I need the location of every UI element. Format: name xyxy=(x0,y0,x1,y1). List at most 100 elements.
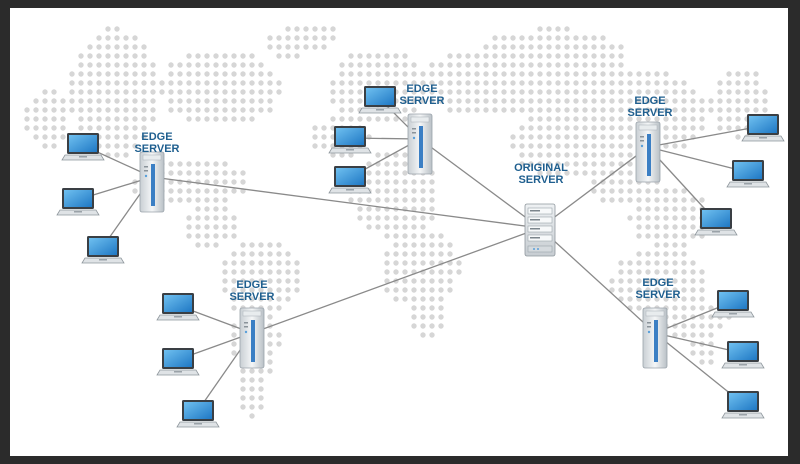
map-dot xyxy=(663,296,669,302)
map-dot xyxy=(411,179,417,185)
map-dot xyxy=(699,287,705,293)
map-dot xyxy=(726,98,732,104)
map-dot xyxy=(393,197,399,203)
map-dot xyxy=(321,26,327,32)
map-dot xyxy=(465,89,471,95)
map-dot xyxy=(105,44,111,50)
map-dot xyxy=(60,107,66,113)
map-dot xyxy=(141,53,147,59)
map-dot xyxy=(141,125,147,131)
map-dot xyxy=(402,188,408,194)
map-dot xyxy=(591,170,597,176)
map-dot xyxy=(699,116,705,122)
map-dot xyxy=(600,152,606,158)
map-dot xyxy=(231,98,237,104)
map-dot xyxy=(276,35,282,41)
map-dot xyxy=(636,251,642,257)
map-dot xyxy=(96,107,102,113)
map-dot xyxy=(285,35,291,41)
map-dot xyxy=(753,80,759,86)
map-dot xyxy=(375,206,381,212)
map-dot xyxy=(447,242,453,248)
map-dot xyxy=(204,242,210,248)
map-dot xyxy=(636,107,642,113)
map-dot xyxy=(654,287,660,293)
map-dot xyxy=(681,242,687,248)
map-dot xyxy=(276,296,282,302)
map-dot xyxy=(123,134,129,140)
map-dot xyxy=(42,107,48,113)
map-dot xyxy=(645,197,651,203)
map-dot xyxy=(420,224,426,230)
laptop-icon xyxy=(358,86,402,114)
map-dot xyxy=(528,44,534,50)
map-dot xyxy=(195,242,201,248)
map-dot xyxy=(231,332,237,338)
map-dot xyxy=(105,89,111,95)
map-dot xyxy=(384,278,390,284)
map-dot xyxy=(609,44,615,50)
map-dot xyxy=(573,62,579,68)
map-dot xyxy=(465,98,471,104)
map-dot xyxy=(231,107,237,113)
map-dot xyxy=(186,116,192,122)
map-dot xyxy=(681,332,687,338)
map-dot xyxy=(537,98,543,104)
map-dot xyxy=(627,197,633,203)
map-dot xyxy=(231,62,237,68)
map-dot xyxy=(618,269,624,275)
map-dot xyxy=(591,116,597,122)
map-dot xyxy=(267,359,273,365)
map-dot xyxy=(168,80,174,86)
map-dot xyxy=(294,44,300,50)
map-dot xyxy=(258,98,264,104)
map-dot xyxy=(222,197,228,203)
map-dot xyxy=(195,80,201,86)
map-dot xyxy=(105,53,111,59)
map-dot xyxy=(501,89,507,95)
map-dot xyxy=(384,80,390,86)
map-dot xyxy=(168,62,174,68)
map-dot xyxy=(519,53,525,59)
map-dot xyxy=(357,71,363,77)
map-dot xyxy=(231,278,237,284)
map-dot xyxy=(249,368,255,374)
map-dot xyxy=(672,269,678,275)
map-dot xyxy=(483,80,489,86)
map-dot xyxy=(213,98,219,104)
map-dot xyxy=(231,188,237,194)
map-dot xyxy=(258,368,264,374)
map-dot xyxy=(384,251,390,257)
map-dot xyxy=(645,71,651,77)
map-dot xyxy=(654,233,660,239)
map-dot xyxy=(258,404,264,410)
map-dot xyxy=(492,80,498,86)
map-dot xyxy=(681,269,687,275)
map-dot xyxy=(384,161,390,167)
map-dot xyxy=(528,143,534,149)
map-dot xyxy=(357,53,363,59)
map-dot xyxy=(447,269,453,275)
map-dot xyxy=(690,350,696,356)
map-dot xyxy=(87,116,93,122)
map-dot xyxy=(177,62,183,68)
map-dot xyxy=(339,80,345,86)
map-dot xyxy=(195,170,201,176)
map-dot xyxy=(663,260,669,266)
map-dot xyxy=(285,296,291,302)
map-dot xyxy=(330,89,336,95)
map-dot xyxy=(672,242,678,248)
map-dot xyxy=(546,71,552,77)
map-dot xyxy=(258,386,264,392)
map-dot xyxy=(141,80,147,86)
map-dot xyxy=(690,224,696,230)
map-dot xyxy=(456,62,462,68)
map-dot xyxy=(636,278,642,284)
map-dot xyxy=(744,80,750,86)
map-dot xyxy=(420,251,426,257)
map-dot xyxy=(474,71,480,77)
map-dot xyxy=(672,233,678,239)
map-dot xyxy=(618,53,624,59)
map-dot xyxy=(645,98,651,104)
